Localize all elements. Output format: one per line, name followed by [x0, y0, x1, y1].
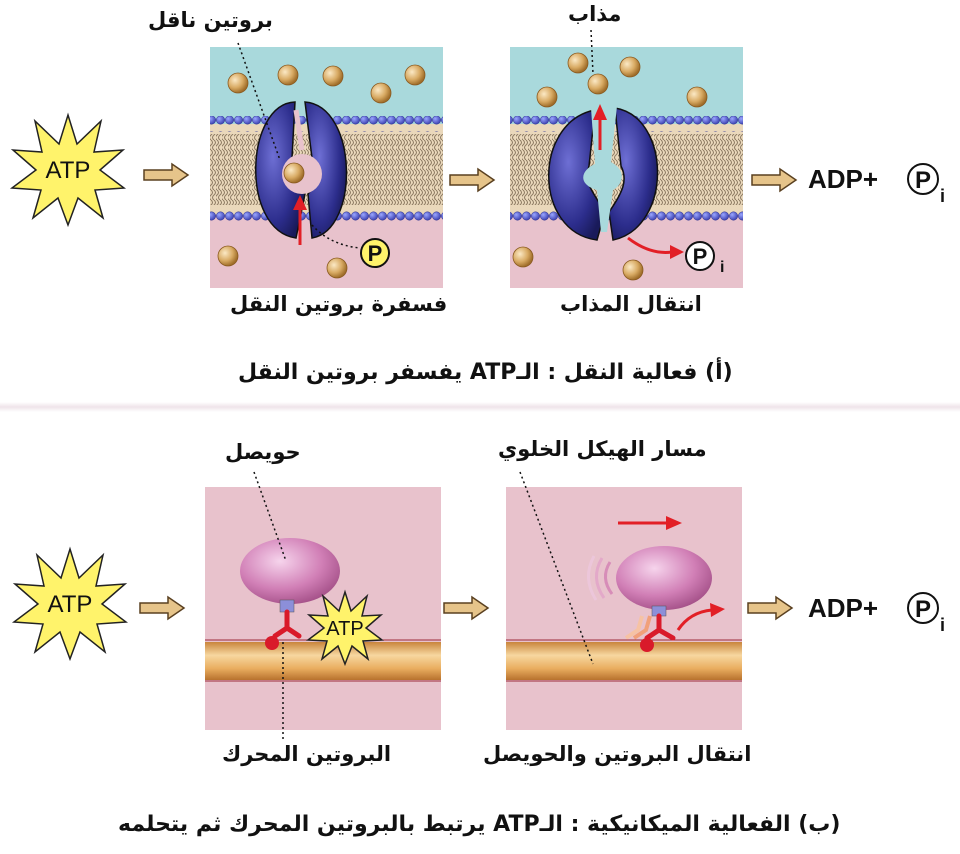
label-track: مسار الهيكل الخلوي [498, 437, 707, 461]
atp-star-bound: ATP [305, 589, 385, 667]
caption-step2-a: انتقال المذاب [560, 292, 702, 316]
caption-step2-b: انتقال البروتين والحويصل [483, 742, 752, 766]
svg-text:P: P [915, 167, 931, 194]
caption-step1-a: فسفرة بروتين النقل [230, 292, 448, 316]
svg-text:ATP: ATP [326, 618, 363, 640]
atp-label-b: ATP [48, 591, 93, 618]
arrow-atp-to-step1-b [139, 596, 185, 620]
transport-step2-box: P i [510, 47, 743, 288]
panel-divider [0, 402, 960, 412]
svg-text:P: P [915, 596, 931, 623]
arrow-to-products-a [751, 168, 797, 192]
arrow-step1-to-step2-b [443, 596, 489, 620]
phosphate-attached: P [360, 238, 390, 268]
mechanical-step1-box: ATP [205, 487, 441, 730]
vesicle-2 [616, 546, 712, 610]
svg-text:ADP+: ADP+ [808, 164, 878, 194]
carrier-protein-closed [255, 101, 348, 239]
vesicle-1 [240, 538, 340, 604]
leader-solute [590, 29, 594, 75]
leader-vesicle [253, 471, 287, 562]
title-panel-b: (ب) الفعالية الميكانيكية : الـATP يرتبط … [118, 812, 841, 837]
svg-text:i: i [940, 615, 945, 635]
svg-text:ADP+: ADP+ [808, 593, 878, 623]
carrier-protein-open [548, 106, 659, 241]
leader-track [519, 471, 594, 665]
label-vesicle: حويصل [225, 440, 301, 464]
label-motor-protein: البروتين المحرك [222, 742, 392, 766]
solute-bound [283, 162, 305, 184]
arrow-step1-to-step2-a [449, 168, 495, 192]
atp-star-b: ATP [11, 546, 129, 662]
svg-text:P: P [368, 241, 383, 266]
arrow-atp-to-step1-a [143, 163, 189, 187]
svg-text:P: P [693, 244, 708, 269]
products-b: ADP+ P i [808, 592, 945, 635]
label-solute: مذاب [568, 2, 622, 26]
phosphate-released: P i [685, 241, 724, 276]
label-carrier-protein: بروتين ناقل [148, 8, 273, 32]
transport-step1-box: P [210, 47, 443, 288]
atp-label-a: ATP [46, 157, 91, 184]
atp-star-a: ATP [9, 112, 127, 228]
title-panel-a: (أ) فعالية النقل : الـATP يفسفر بروتين ا… [238, 360, 733, 385]
svg-text:i: i [940, 186, 945, 206]
svg-text:i: i [720, 259, 724, 276]
arrow-to-products-b [747, 596, 793, 620]
mechanical-step2-box [506, 487, 742, 730]
leader-carrier-protein [237, 42, 281, 161]
products-a: ADP+ P i [808, 163, 945, 206]
